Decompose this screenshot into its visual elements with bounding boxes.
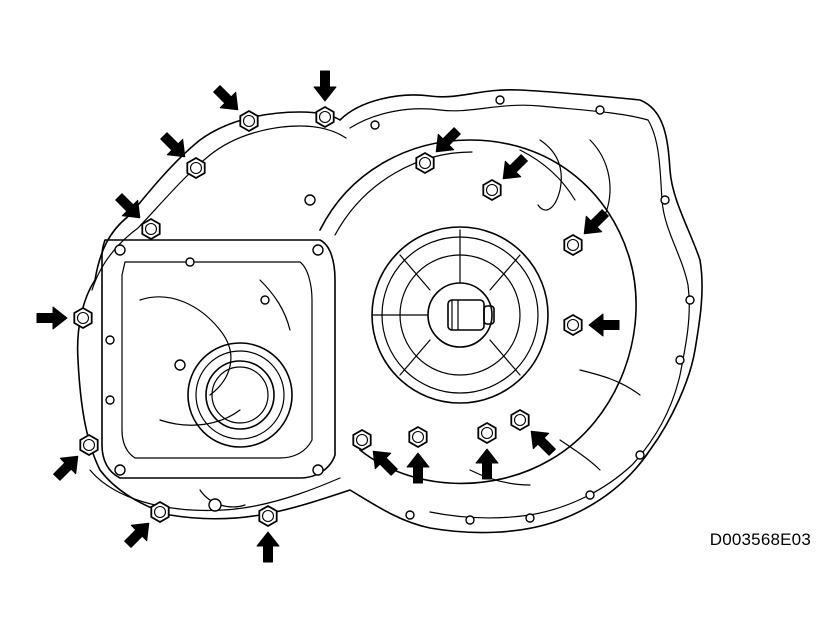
bolt-head [408,425,428,449]
bolt-washer [513,413,527,427]
bolt-washer [355,433,369,447]
arrow-icon [213,85,239,111]
differential-bore [187,342,293,448]
bolt-5 [73,306,93,330]
bolt-head [315,105,335,129]
small-holes [105,95,695,525]
bolt-washer [242,114,256,128]
transaxle-housing-outline [76,88,703,534]
input-shaft [447,299,495,331]
bolt-head [150,500,170,524]
figure-code: D003568E03 [709,530,811,549]
bolt-washer [485,183,499,197]
arrow-icon [256,531,280,563]
arrow-icon [313,70,337,102]
bolt-washer [418,156,432,170]
arrow-icon [372,450,398,476]
bolt-8 [258,504,278,528]
bolt-washer [411,430,425,444]
bolt-washer [82,438,96,452]
bolt-head [510,408,530,432]
bolt-7 [150,500,170,524]
bolt-13 [563,313,583,337]
bolt-2 [315,105,335,129]
arrow-icon [53,455,79,481]
bolt-head [352,428,372,452]
arrow-icon [36,306,68,330]
bolt-layer [73,105,583,528]
oil-pump-assembly [371,226,549,404]
arrow-icon [583,209,609,235]
bolt-16 [415,151,435,175]
arrow-icon [406,452,430,484]
bolt-washer [153,505,167,519]
bolt-3 [186,156,206,180]
bolt-11 [477,421,497,445]
bolt-head [141,217,161,241]
bolt-head [186,156,206,180]
bolt-washer [566,238,580,252]
bolt-head [563,313,583,337]
bolt-1 [239,109,259,133]
bolt-14 [563,233,583,257]
arrow-icon [435,127,461,153]
bolt-head [563,233,583,257]
bolt-head [79,433,99,457]
bolt-head [73,306,93,330]
bolt-washer [144,222,158,236]
bell-housing-arc [319,139,637,485]
arrow-icon [588,313,620,337]
bolt-head [415,151,435,175]
bolt-washer [261,509,275,523]
bolt-washer [480,426,494,440]
arrow-icon [530,430,556,456]
arrow-layer [36,70,620,563]
bolt-head [239,109,259,133]
bolt-washer [566,318,580,332]
arrow-icon [160,132,186,158]
arrow-icon [475,448,499,480]
bolt-4 [141,217,161,241]
arrow-icon [124,522,150,548]
bolt-12 [510,408,530,432]
bolt-head [482,178,502,202]
bolt-6 [79,433,99,457]
bolt-head [258,504,278,528]
arrow-icon [115,193,141,219]
bolt-9 [352,428,372,452]
bolt-washer [76,311,90,325]
bolt-10 [408,425,428,449]
bolt-washer [189,161,203,175]
bolt-washer [318,110,332,124]
arrow-icon [502,154,528,180]
differential-housing-box [101,239,336,479]
bolt-15 [482,178,502,202]
bolt-head [477,421,497,445]
